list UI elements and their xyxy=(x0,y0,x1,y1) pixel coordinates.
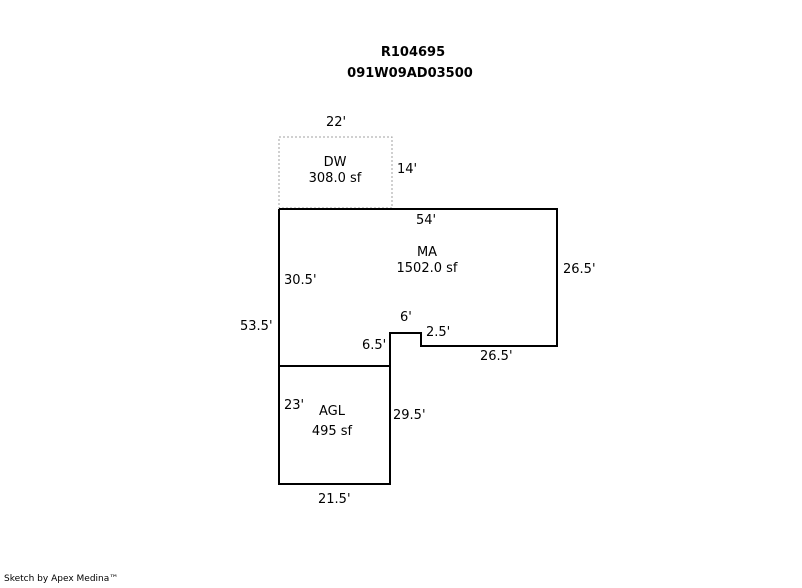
dim-overall-left: 53.5' xyxy=(240,319,273,334)
ma-size: 1502.0 sf xyxy=(396,261,458,276)
dw-area-label: DW 308.0 sf xyxy=(275,155,395,187)
ma-outline xyxy=(279,208,558,366)
dim-ma-right: 26.5' xyxy=(563,262,596,277)
sketch-credit: Sketch by Apex Medina™ xyxy=(4,574,119,584)
agl-outline xyxy=(278,365,391,485)
dw-size: 308.0 sf xyxy=(308,171,362,186)
agl-code: AGL xyxy=(319,404,345,419)
dim-ma-left-inner: 30.5' xyxy=(284,273,317,288)
dim-agl-left-inner: 23' xyxy=(284,398,305,413)
dim-dw-top: 22' xyxy=(326,115,347,130)
dim-notch-top: 6' xyxy=(400,310,412,325)
dw-code: DW xyxy=(323,155,347,170)
dim-agl-bottom: 21.5' xyxy=(318,492,351,507)
dim-ma-top: 54' xyxy=(416,213,437,228)
dim-dw-right: 14' xyxy=(397,162,418,177)
dim-agl-right: 29.5' xyxy=(393,408,426,423)
dim-ma-bottom: 26.5' xyxy=(480,349,513,364)
agl-area-label: AGL 495 sf xyxy=(272,404,392,440)
agl-size: 495 sf xyxy=(311,424,353,439)
parcel-number: 091W09AD03500 xyxy=(347,66,473,81)
dim-notch-right: 2.5' xyxy=(426,325,451,340)
account-number: R104695 xyxy=(380,45,446,60)
ma-code: MA xyxy=(416,245,438,260)
ma-area-label: MA 1502.0 sf xyxy=(367,245,487,277)
dim-notch-left: 6.5' xyxy=(362,338,387,353)
